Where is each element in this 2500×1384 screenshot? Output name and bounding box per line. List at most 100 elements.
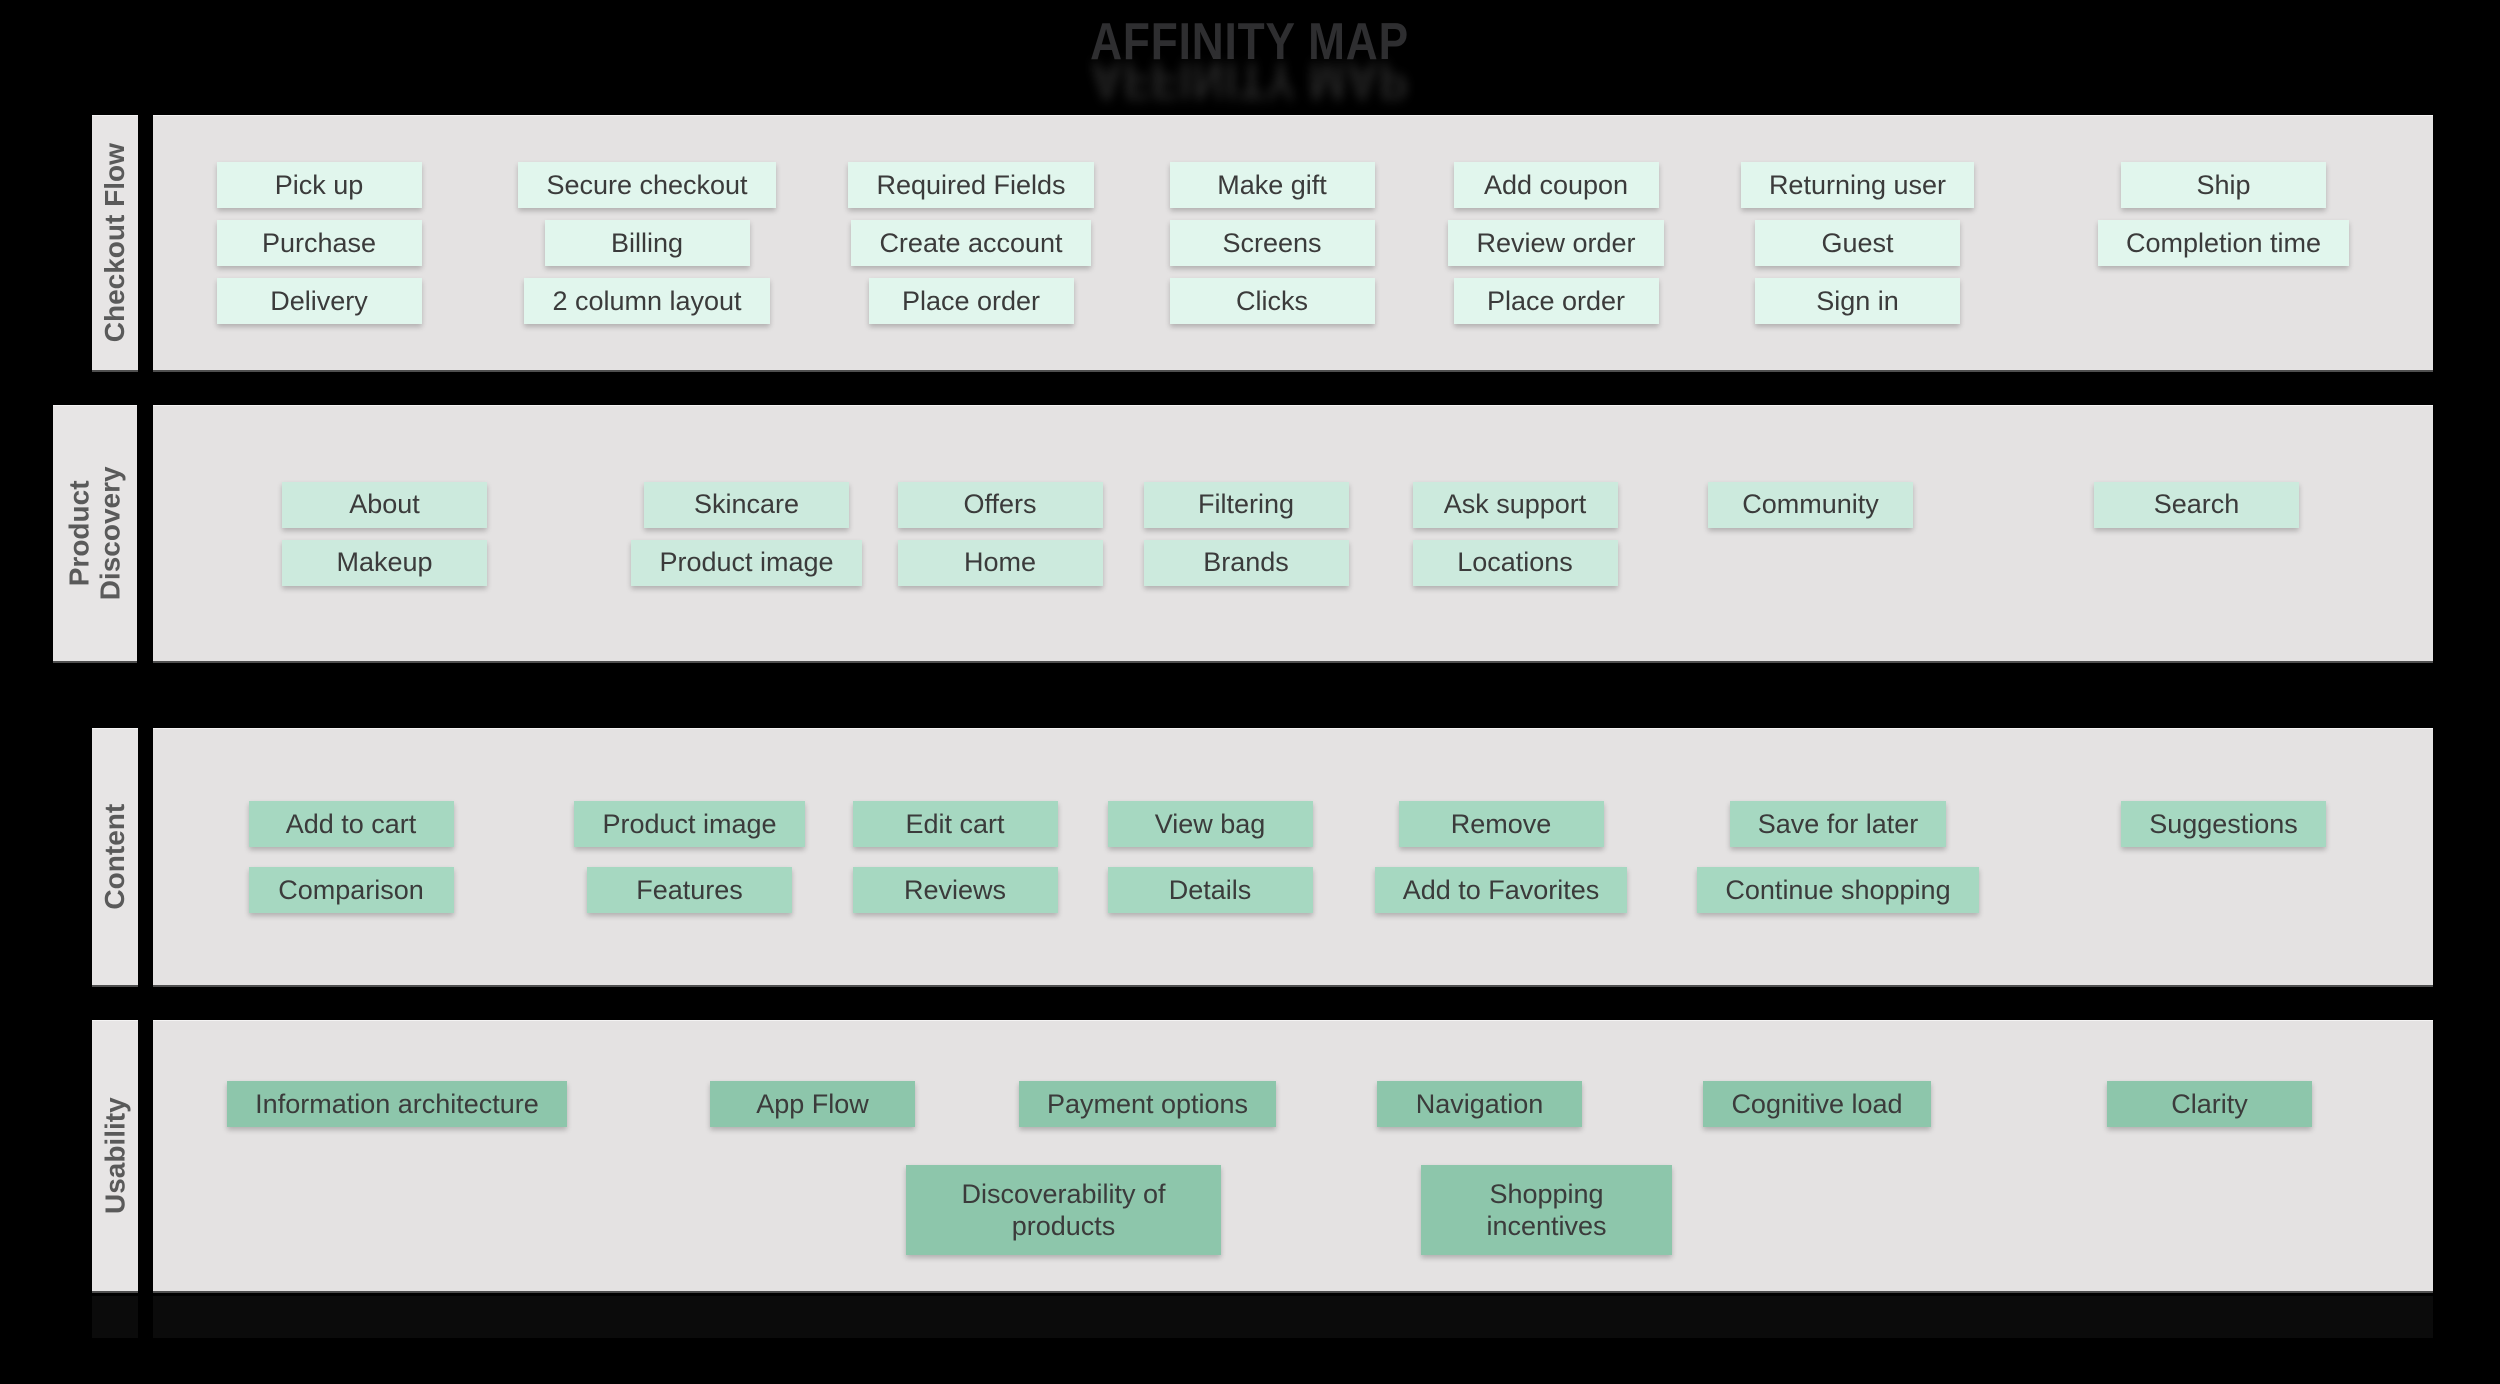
card-cell: About [282, 481, 487, 528]
sticky-note: 2 column layout [524, 278, 770, 324]
sticky-note: Add to cart [248, 801, 454, 847]
card-cell: Add to Favorites [1374, 867, 1628, 913]
sticky-note: Filtering [1143, 481, 1349, 528]
sticky-note: Add to Favorites [1374, 867, 1628, 913]
sticky-note: Remove [1398, 801, 1604, 847]
card-cell: Continue shopping [1697, 867, 1979, 913]
section-label-usability: Usability [92, 1020, 138, 1293]
card-cell: Suggestions [2121, 801, 2326, 847]
sticky-note: Ship [2121, 162, 2326, 208]
sticky-note: Comparison [248, 867, 454, 913]
card-row: Add to cart Product image Edit cart View ba… [153, 801, 2433, 847]
section-panel-product-discovery: About Skincare Offers Filtering Ask support C… [153, 405, 2433, 663]
section-panel-content: Add to cart Product image Edit cart View ba… [153, 728, 2433, 987]
card-row: About Skincare Offers Filtering Ask support C… [153, 481, 2433, 528]
section-panel-checkout-flow: Pick up Secure checkout Required Fields Mak… [153, 115, 2433, 372]
card-cell: Home [897, 539, 1103, 586]
card-row: Delivery 2 column layout Place order Clicks… [153, 278, 2433, 324]
sticky-note: Returning user [1740, 162, 1975, 208]
sticky-note: Offers [897, 481, 1103, 528]
card-cell: Filtering [1143, 481, 1349, 528]
card-cell: Sign in [1755, 278, 1960, 324]
card-cell: Brands [1143, 539, 1349, 586]
sticky-note: Home [897, 539, 1103, 586]
sticky-note: Brands [1143, 539, 1349, 586]
sticky-note: Skincare [644, 481, 849, 528]
card-cell: Purchase [216, 220, 422, 266]
sticky-note: Product image [574, 801, 805, 847]
card-row: Information architecture App Flow Payment … [153, 1081, 2433, 1127]
reflection-strip [92, 1296, 138, 1338]
card-cell: Delivery [216, 278, 422, 324]
sticky-note: Information architecture [227, 1081, 567, 1127]
sticky-note: Guest [1755, 220, 1960, 266]
section-label-text: Product Discovery [63, 466, 127, 601]
card-cell: Clarity [2107, 1081, 2312, 1127]
card-cell: Review order [1448, 220, 1664, 266]
card-cell: Guest [1755, 220, 1960, 266]
card-cell: Search [2094, 481, 2299, 528]
sticky-note: Edit cart [852, 801, 1058, 847]
card-cell: Payment options [1018, 1081, 1277, 1127]
card-cell: Product image [574, 801, 805, 847]
sticky-note: Payment options [1018, 1081, 1277, 1127]
card-cell: Comparison [248, 867, 454, 913]
sticky-note: Required Fields [848, 162, 1094, 208]
card-cell: Pick up [216, 162, 422, 208]
sticky-note: Create account [851, 220, 1091, 266]
sticky-note: App Flow [710, 1081, 915, 1127]
section-label-product-discovery: Product Discovery [53, 405, 137, 663]
card-row: Discoverability of productsShopping ince… [153, 1165, 2433, 1255]
card-cell: View bag [1107, 801, 1313, 847]
sticky-note: About [282, 481, 487, 528]
card-cell: Add coupon [1453, 162, 1659, 208]
page-title-reflection: AFFINITY MAP [1090, 51, 1410, 109]
sticky-note: Suggestions [2121, 801, 2326, 847]
section-panel-usability: Information architecture App Flow Payment … [153, 1020, 2433, 1293]
card-cell: Returning user [1740, 162, 1975, 208]
sticky-note: Add coupon [1453, 162, 1659, 208]
sticky-note: Reviews [852, 867, 1058, 913]
sticky-note: Place order [1453, 278, 1659, 324]
sticky-note: Clicks [1169, 278, 1375, 324]
sticky-note: Locations [1412, 539, 1618, 586]
card-cell: Required Fields [848, 162, 1094, 208]
sticky-note: Navigation [1377, 1081, 1582, 1127]
card-cell: Place order [868, 278, 1074, 324]
card-cell: Skincare [644, 481, 849, 528]
section-label-content: Content [92, 728, 138, 987]
card-cell: Information architecture [227, 1081, 567, 1127]
card-cell: Ship [2121, 162, 2326, 208]
card-cell: Edit cart [852, 801, 1058, 847]
card-cell: Add to cart [248, 801, 454, 847]
card-cell: Locations [1412, 539, 1618, 586]
section-label-text: Checkout Flow [99, 143, 131, 343]
card-cell: Details [1107, 867, 1313, 913]
sticky-note: Place order [868, 278, 1074, 324]
card-cell: Place order [1453, 278, 1659, 324]
sticky-note: Billing [544, 220, 750, 266]
card-cell: Makeup [282, 539, 487, 586]
section-label-checkout-flow: Checkout Flow [92, 115, 138, 372]
card-cell: Features [587, 867, 792, 913]
sticky-note: Ask support [1412, 481, 1618, 528]
sticky-note: Review order [1448, 220, 1664, 266]
sticky-note: Screens [1169, 220, 1375, 266]
card-cell: Navigation [1377, 1081, 1582, 1127]
sticky-note: Secure checkout [518, 162, 776, 208]
sticky-note: Make gift [1169, 162, 1375, 208]
sticky-note: Cognitive load [1703, 1081, 1931, 1127]
section-label-text: Usability [99, 1097, 131, 1215]
card-cell: Save for later [1729, 801, 1947, 847]
card-row: Pick up Secure checkout Required Fields Mak… [153, 162, 2433, 208]
header: AFFINITY MAP AFFINITY MAP [0, 16, 2500, 109]
card-cell: Clicks [1169, 278, 1375, 324]
card-cell: Offers [897, 481, 1103, 528]
card-cell: Community [1708, 481, 1913, 528]
sticky-note: Makeup [282, 539, 487, 586]
sticky-note: Shopping incentives [1421, 1165, 1672, 1255]
sticky-note: Purchase [216, 220, 422, 266]
sticky-note: Community [1708, 481, 1913, 528]
